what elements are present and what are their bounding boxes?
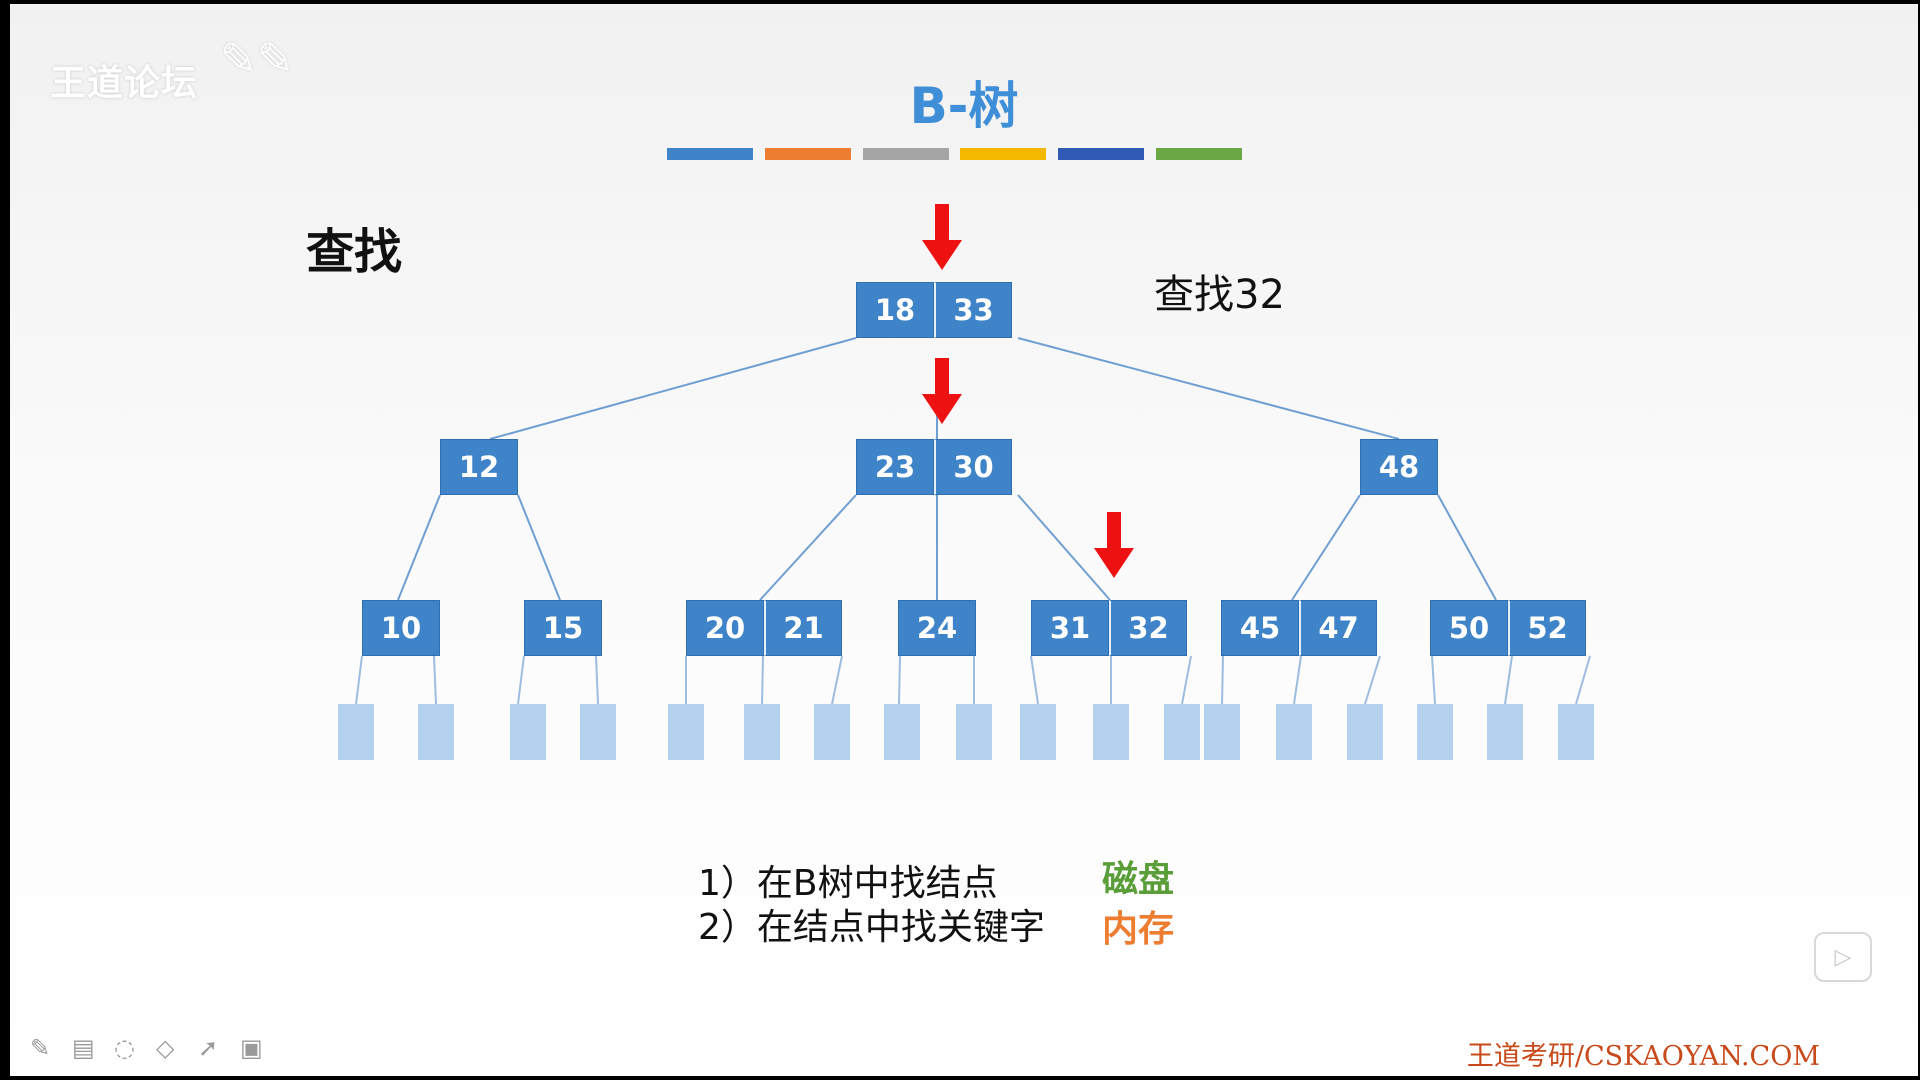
- leaf-node: [1204, 704, 1240, 760]
- slide: 王道论坛 ✎✎ B-树 查找 查找32: [10, 4, 1918, 1076]
- color-bar-4: [960, 148, 1046, 160]
- key-cell: 18: [856, 282, 934, 338]
- color-bar-6: [1156, 148, 1242, 160]
- leaf-node: [338, 704, 374, 760]
- color-bar-3: [863, 148, 949, 160]
- leaf-node: [1093, 704, 1129, 760]
- search-arrow-down-icon: [1094, 512, 1134, 578]
- step-1: 1）在B树中找结点: [698, 863, 998, 904]
- edge-2330-2021: [759, 494, 857, 601]
- leaf-node: [668, 704, 704, 760]
- key-cell: 32: [1109, 600, 1187, 656]
- section-heading: 查找: [306, 224, 403, 280]
- btree-node: 10: [362, 600, 440, 656]
- leaf-edges: [355, 655, 1591, 705]
- slide-title: B-树: [909, 77, 1019, 135]
- btree-root-node: 18 33: [856, 282, 1012, 338]
- memory-tag: 内存: [1102, 909, 1175, 950]
- key-cell: 45: [1221, 600, 1299, 656]
- watermark-scribble-icon: ✎✎: [220, 34, 294, 85]
- leaf-node: [1347, 704, 1383, 760]
- leaf-node: [580, 704, 616, 760]
- search-arrow-down-icon: [922, 358, 962, 424]
- step-2: 2）在结点中找关键字: [698, 907, 1045, 948]
- play-icon: ▷: [1834, 944, 1852, 970]
- edge-12-15: [517, 494, 561, 601]
- edge-root-48: [1017, 337, 1400, 440]
- play-button[interactable]: ▷: [1814, 932, 1872, 982]
- key-cell: 12: [440, 439, 518, 495]
- edge-48-4547: [1291, 494, 1361, 601]
- leaf-node: [1020, 704, 1056, 760]
- key-cell: 30: [934, 439, 1012, 495]
- pointer-icon[interactable]: ➚: [198, 1034, 219, 1062]
- btree-node: 12: [440, 439, 518, 495]
- leaf-node: [418, 704, 454, 760]
- color-bar-1: [667, 148, 753, 160]
- edge-12-10: [397, 494, 441, 601]
- lasso-icon[interactable]: ◌: [114, 1034, 135, 1062]
- leaf-node: [884, 704, 920, 760]
- eraser-icon[interactable]: ◇: [156, 1034, 175, 1062]
- edge-root-12: [489, 337, 857, 440]
- color-bar-5: [1058, 148, 1144, 160]
- btree-node: 23 30: [856, 439, 1012, 495]
- btree-node: 24: [898, 600, 976, 656]
- leaf-node: [1164, 704, 1200, 760]
- leaf-node: [956, 704, 992, 760]
- color-bar-2: [765, 148, 851, 160]
- footer-url: 王道考研/CSKAOYAN.COM: [1466, 1041, 1820, 1072]
- key-cell: 52: [1508, 600, 1586, 656]
- key-cell: 15: [524, 600, 602, 656]
- leaf-node: [1558, 704, 1594, 760]
- btree-node: 45 47: [1221, 600, 1377, 656]
- whiteboard-icon[interactable]: ▤: [72, 1034, 95, 1062]
- leaf-node: [1417, 704, 1453, 760]
- edge-2330-3132: [1017, 494, 1111, 601]
- disk-tag: 磁盘: [1102, 859, 1175, 900]
- btree-node: 31 32: [1031, 600, 1187, 656]
- edge-48-5052: [1437, 494, 1497, 601]
- camera-icon[interactable]: ▣: [240, 1034, 263, 1062]
- btree-node: 20 21: [686, 600, 842, 656]
- tree-edges: [355, 337, 1591, 705]
- watermark: 王道论坛: [50, 63, 199, 104]
- search-arrow-down-icon: [922, 204, 962, 270]
- key-cell: 48: [1360, 439, 1438, 495]
- leaf-node: [744, 704, 780, 760]
- btree-node: 50 52: [1430, 600, 1586, 656]
- pen-icon[interactable]: ✎: [30, 1034, 51, 1062]
- leaf-node: [814, 704, 850, 760]
- key-cell: 33: [934, 282, 1012, 338]
- query-label: 查找32: [1154, 272, 1285, 318]
- key-cell: 50: [1430, 600, 1508, 656]
- key-cell: 21: [764, 600, 842, 656]
- key-cell: 47: [1299, 600, 1377, 656]
- key-cell: 20: [686, 600, 764, 656]
- key-cell: 10: [362, 600, 440, 656]
- key-cell: 24: [898, 600, 976, 656]
- key-cell: 31: [1031, 600, 1109, 656]
- leaf-node: [1487, 704, 1523, 760]
- btree-node: 15: [524, 600, 602, 656]
- leaf-node: [510, 704, 546, 760]
- key-cell: 23: [856, 439, 934, 495]
- leaf-node: [1276, 704, 1312, 760]
- btree-node: 48: [1360, 439, 1438, 495]
